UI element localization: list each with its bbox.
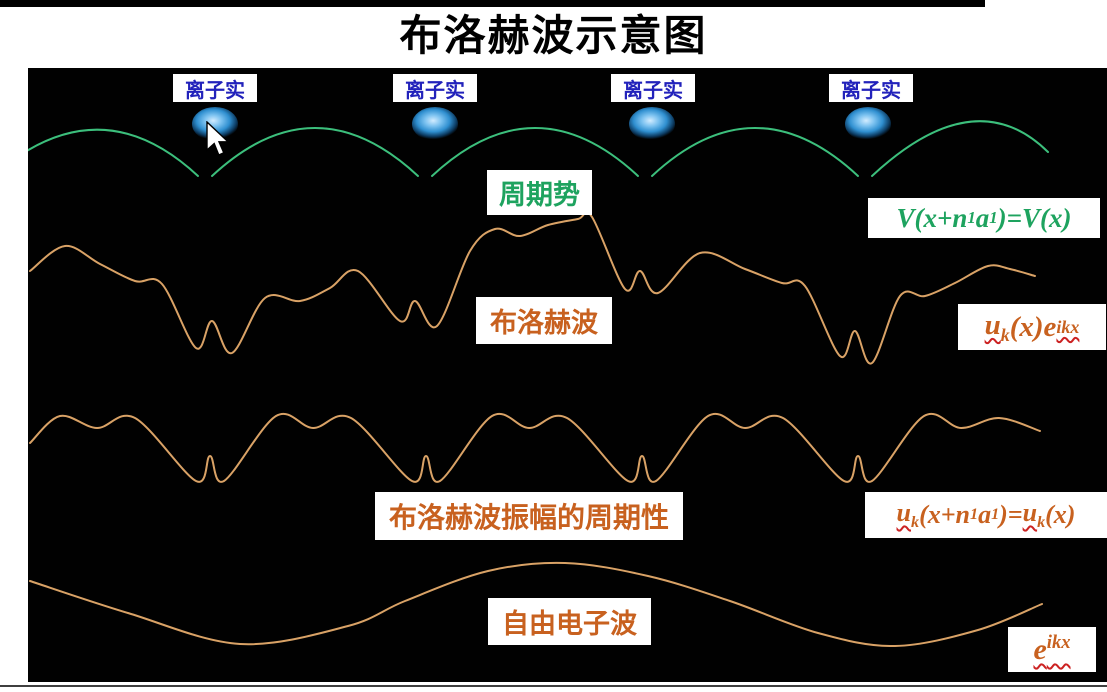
free-electron-wave-label: 自由电子波 <box>488 598 651 645</box>
bloch-wave-curve <box>29 211 1036 365</box>
uk-term: uk <box>896 497 920 532</box>
mouse-cursor-icon <box>206 121 230 156</box>
ion-core-label-3: 离子实 <box>611 74 695 102</box>
bloch-wave-label: 布洛赫波 <box>476 297 612 344</box>
ion-core-blob-4 <box>845 107 891 141</box>
top-black-strip <box>0 0 985 7</box>
ion-core-blob-2 <box>412 107 458 141</box>
e-term: eikx <box>1033 632 1071 666</box>
periodic-potential-curve <box>28 120 1049 177</box>
ion-core-label-1: 离子实 <box>173 74 257 102</box>
uk-term: uk <box>1022 497 1046 532</box>
ion-core-label-4: 离子实 <box>829 74 913 102</box>
free-electron-wave-formula: eikx <box>1008 627 1096 672</box>
page-title: 布洛赫波示意图 <box>399 12 708 59</box>
uk-term: uk <box>984 308 1010 345</box>
curves-layer <box>28 120 1049 648</box>
bloch-amplitude-curve <box>29 412 1041 483</box>
ion-core-label-2: 离子实 <box>393 74 477 102</box>
periodic-potential-label: 周期势 <box>487 170 592 215</box>
free-electron-wave-curve <box>29 561 1043 648</box>
ion-core-blob-3 <box>629 107 675 141</box>
bottom-divider <box>0 685 1107 687</box>
bloch-amplitude-label: 布洛赫波振幅的周期性 <box>375 492 684 540</box>
